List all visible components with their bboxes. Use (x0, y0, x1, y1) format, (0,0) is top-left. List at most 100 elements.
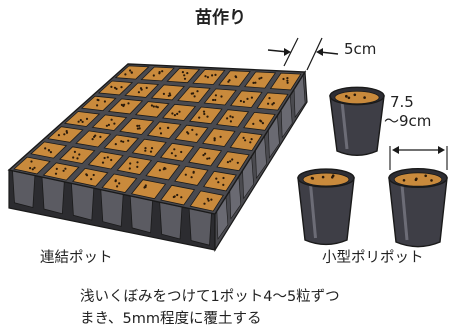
seed-dot (191, 128, 194, 131)
seed-dot (124, 73, 127, 76)
pots-label: 小型ポリポット (322, 250, 424, 266)
seed-dot (183, 77, 187, 80)
tray-cell-soil (188, 147, 223, 167)
seed-dot (217, 181, 220, 184)
seed-dot (137, 91, 140, 94)
tray-label: 連結ポット (40, 250, 113, 266)
seed-dot (252, 122, 255, 125)
tray-cell-soil (174, 165, 209, 186)
pot-body (297, 177, 355, 246)
seed-dot (204, 75, 207, 78)
seed-dot (152, 105, 155, 108)
seed-dot (113, 86, 117, 89)
seed-dot (228, 79, 231, 82)
seed-dot (258, 77, 261, 80)
seed-dot (190, 176, 193, 179)
tray-pocket (70, 182, 95, 221)
seed-dot (31, 168, 34, 171)
seed-dot (219, 135, 222, 138)
seed-dot (110, 85, 113, 88)
tray-cell-soil (203, 170, 237, 192)
pot-body (388, 177, 448, 248)
seed-dot (242, 136, 245, 139)
seed-dot (110, 118, 113, 121)
tray-cell-soil (146, 121, 182, 139)
seed-dot (211, 74, 214, 77)
seed-dot (152, 74, 155, 77)
seed-dot (207, 199, 210, 202)
seed-dot (63, 133, 66, 136)
seed-dot (271, 103, 274, 106)
seed-dot (214, 73, 217, 76)
seed-dot (136, 124, 139, 127)
seed-dot (242, 100, 245, 103)
seed-dot (138, 127, 141, 130)
seed-dot (254, 81, 257, 84)
seed-dot (107, 123, 110, 126)
seed-dot (96, 98, 99, 101)
tray-cell-soil (131, 138, 167, 157)
seed-dot (170, 152, 173, 155)
caption-line-2: まき、5mm程度に覆土する (80, 311, 262, 327)
tray-cell-soil (145, 161, 181, 181)
seed-dot (173, 195, 176, 198)
pot-soil (302, 172, 350, 187)
seed-dot (120, 103, 123, 106)
seed-dot (79, 119, 82, 122)
seed-dot (65, 130, 68, 133)
seed-dot (190, 92, 193, 95)
seed-dot (222, 183, 225, 186)
seed-dot (213, 139, 216, 142)
seed-dot (96, 104, 99, 107)
seed-dot (186, 131, 189, 134)
tray-cell-soil (87, 151, 124, 170)
pot-sheen (340, 102, 349, 150)
seed-dot (85, 117, 89, 120)
seed-dot (49, 151, 53, 154)
seed-dot (229, 115, 232, 118)
seed-dot (212, 98, 215, 102)
seed-dot (206, 76, 209, 79)
seed-dot (138, 124, 141, 127)
seed-dot (286, 81, 289, 84)
tray-cell-soil (189, 106, 223, 125)
seed-dot (81, 120, 84, 123)
seed-dot (174, 154, 177, 157)
tray-cell-soil (103, 134, 139, 153)
seed-dot (206, 115, 209, 118)
seed-dot (331, 176, 334, 179)
seed-dot (183, 74, 186, 77)
seed-dot (129, 162, 132, 165)
seed-dot (311, 177, 315, 180)
seed-dot (261, 122, 264, 125)
seed-dot (345, 94, 348, 98)
seed-dot (77, 120, 80, 123)
seed-dot (286, 79, 289, 82)
seed-dot (118, 182, 121, 185)
seed-dot (347, 96, 351, 100)
tray-cell-soil (177, 86, 211, 103)
seed-dot (250, 138, 253, 141)
seed-dot (321, 175, 325, 179)
tray-pocket (188, 208, 212, 246)
seed-dot (430, 179, 433, 182)
seed-dot (260, 76, 263, 79)
seed-dot (268, 97, 271, 100)
seed-dot (286, 77, 289, 80)
seed-dot (180, 196, 183, 199)
seed-dot (65, 131, 69, 134)
seed-dot (73, 150, 76, 153)
seed-dot (103, 156, 106, 160)
tray-cell-soil (13, 156, 51, 175)
arrow-head (392, 146, 399, 154)
seed-dot (139, 87, 143, 90)
seed-dot (414, 178, 418, 182)
tray-cell-soil (42, 162, 80, 181)
seed-dot (168, 92, 171, 95)
seed-dot (101, 161, 105, 164)
seed-dot (47, 149, 51, 152)
seed-dot (246, 97, 249, 100)
seed-dot (149, 150, 153, 153)
seed-dot (159, 132, 163, 135)
seed-dot (120, 140, 123, 143)
